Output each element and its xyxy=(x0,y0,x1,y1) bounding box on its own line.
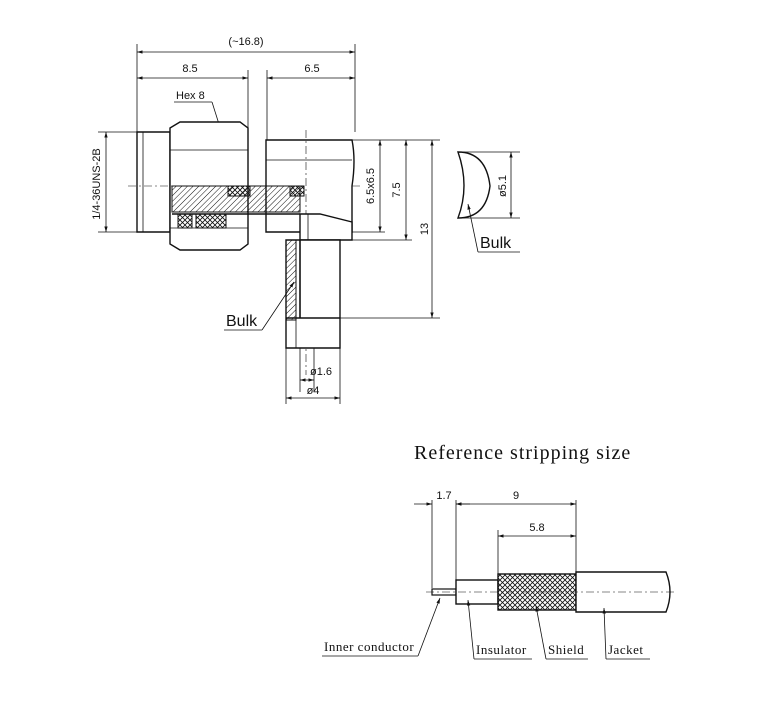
dim-body-text: 6.5 xyxy=(304,63,319,75)
dim-sleeve-text: ø4 xyxy=(307,385,320,397)
insulator-section xyxy=(171,185,301,213)
bulk-label-side: Bulk xyxy=(226,313,258,330)
dim-shield-text: 5.8 xyxy=(529,522,544,534)
label-jacket: Jacket xyxy=(608,642,643,657)
stripping-title: Reference stripping size xyxy=(414,442,631,464)
dim-height-text: 7.5 xyxy=(391,182,403,197)
bulk-label-detail: Bulk xyxy=(480,235,512,252)
bulk-detail: ø5.1 Bulk xyxy=(456,151,520,253)
dim-overall-text: (~16.8) xyxy=(228,36,263,48)
hex-label: Hex 8 xyxy=(176,90,205,102)
stripping-drawing: Reference stripping size 1.7 9 5.8 Inner… xyxy=(322,442,676,660)
dim-pin-text: ø1.6 xyxy=(310,366,332,378)
dim-inner-text: 1.7 xyxy=(436,490,451,502)
thread-label: 1/4-36UNS-2B xyxy=(91,148,103,220)
label-insulator: Insulator xyxy=(476,642,527,657)
dim-square-text: 6.5x6.5 xyxy=(365,168,377,204)
connector-drawing: (~16.8) 8.5 6.5 Hex 8 1/4-36UNS-2B xyxy=(91,36,440,404)
label-inner-conductor: Inner conductor xyxy=(324,639,414,654)
dim-hex-text: 8.5 xyxy=(182,63,197,75)
label-shield: Shield xyxy=(548,642,584,657)
dim-bulk-text: ø5.1 xyxy=(497,175,509,197)
dim-total-text: 9 xyxy=(513,490,519,502)
dim-total-height-text: 13 xyxy=(419,223,431,235)
